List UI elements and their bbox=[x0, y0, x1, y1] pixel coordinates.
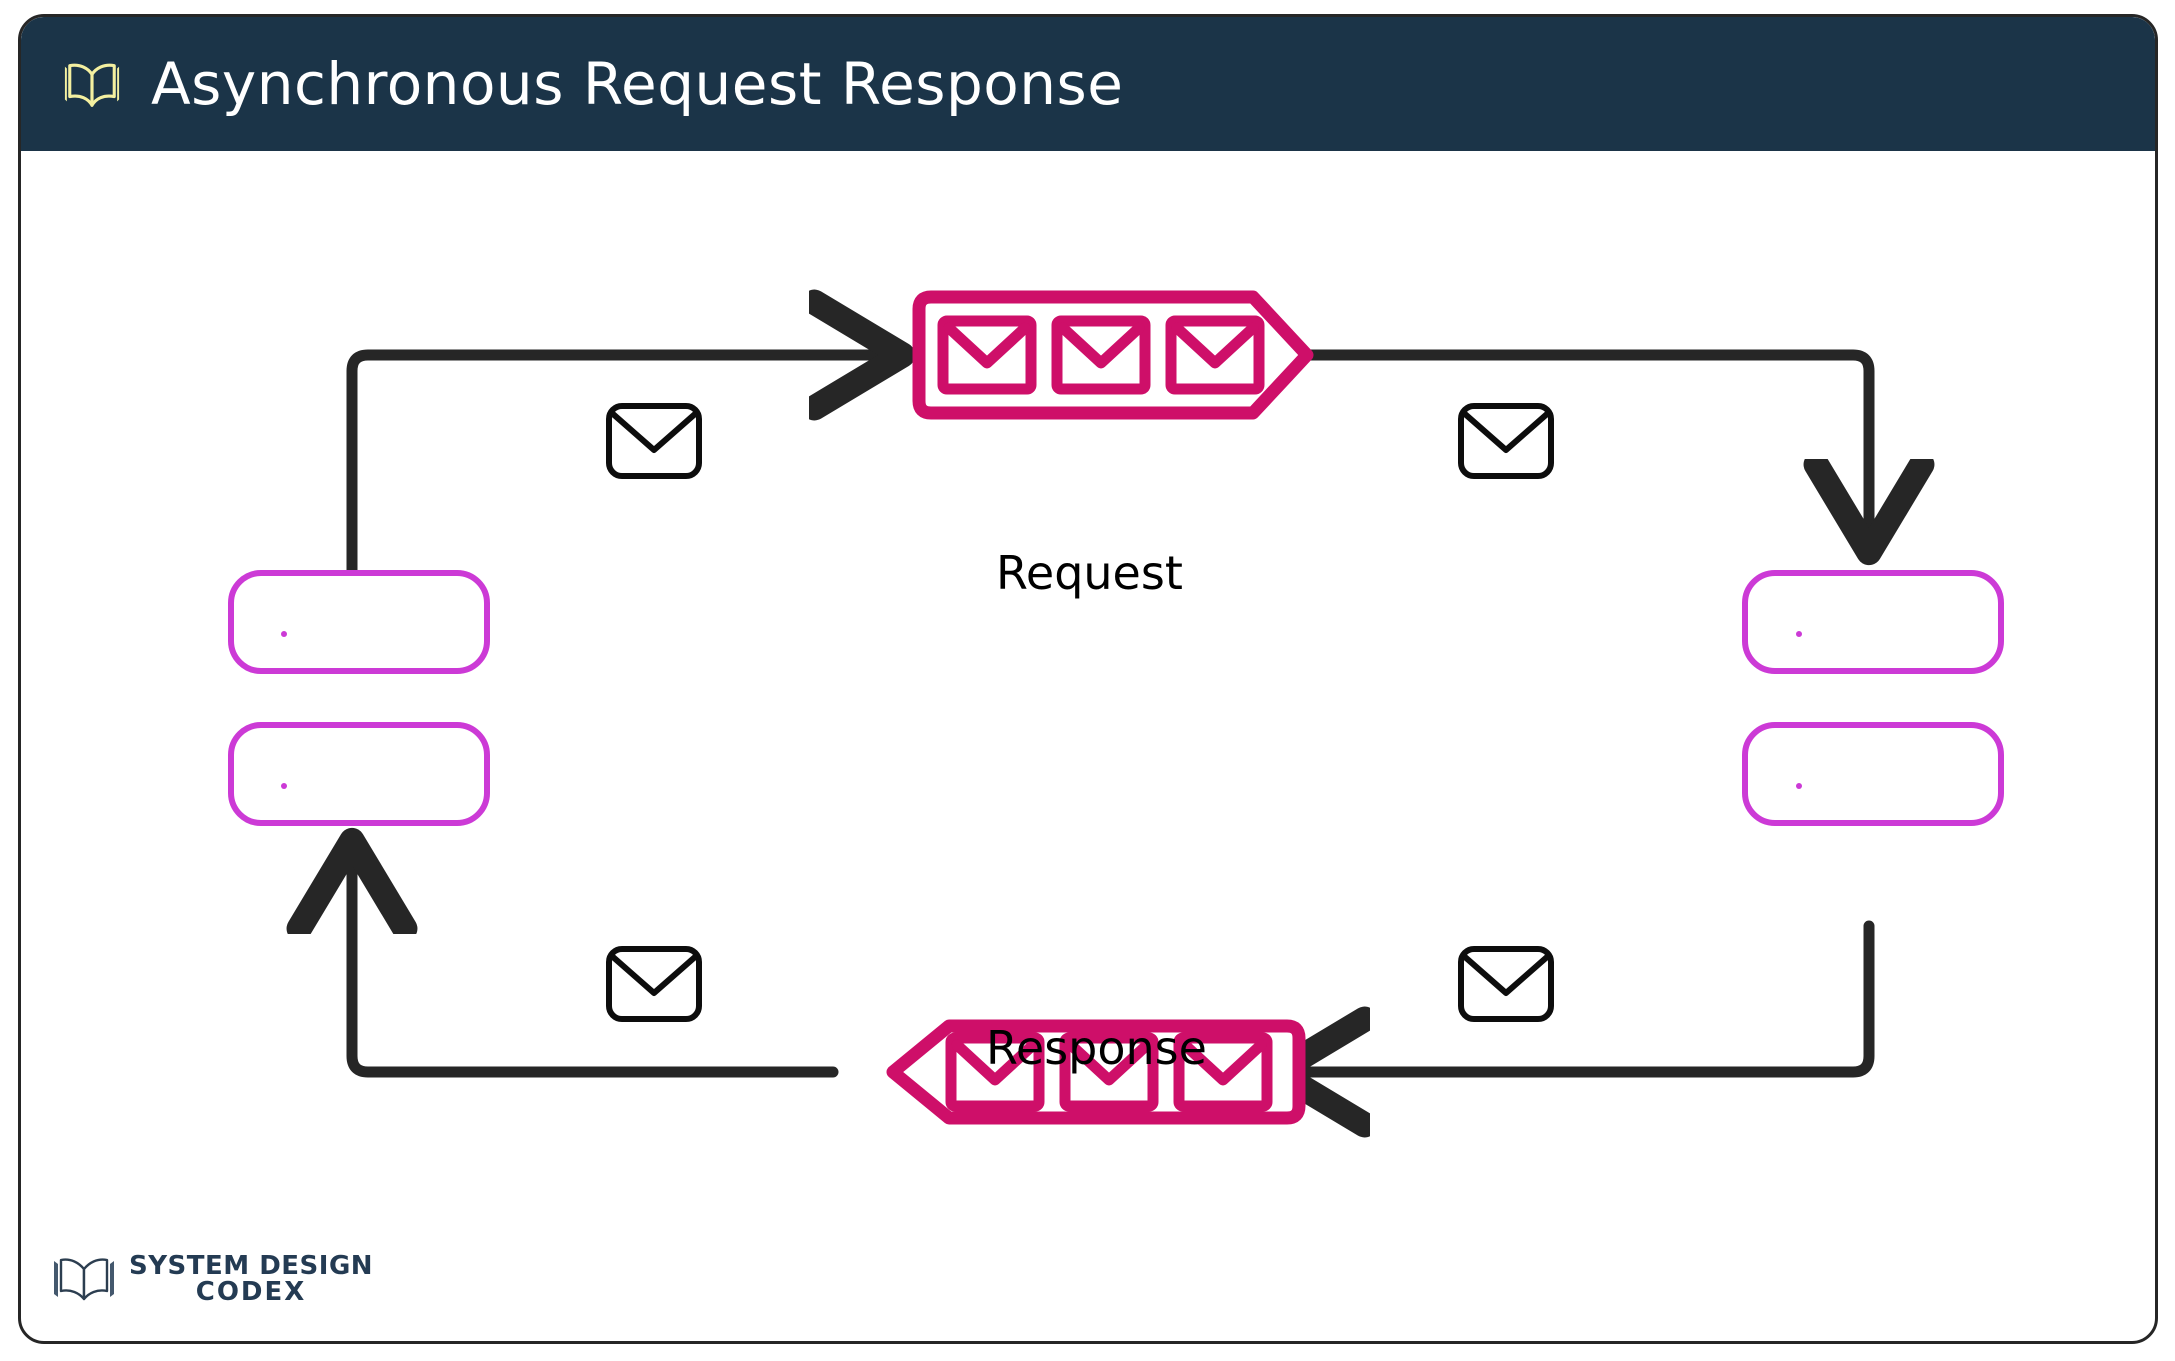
envelope-response-right bbox=[1458, 946, 1554, 1022]
open-book-logo-icon bbox=[54, 1258, 114, 1301]
envelopes-layer bbox=[606, 403, 1554, 1022]
nodes-layer bbox=[228, 570, 2004, 826]
connector-request-to-right bbox=[1285, 349, 1869, 536]
left-bottom-box[interactable] bbox=[228, 722, 490, 826]
envelope-request-right bbox=[1458, 403, 1554, 479]
brand-logo: SYSTEM DESIGN CODEX bbox=[51, 1252, 373, 1306]
left-top-box[interactable] bbox=[228, 570, 490, 674]
left-top-box-dot bbox=[281, 631, 287, 637]
response-envelope-1 bbox=[945, 1032, 1045, 1112]
slide-card: Asynchronous Request Response bbox=[18, 14, 2158, 1344]
diagram-canvas: Request Response bbox=[21, 151, 2158, 1341]
left-bottom-box-dot bbox=[281, 783, 287, 789]
open-book-icon bbox=[64, 63, 120, 107]
envelope-request-left bbox=[606, 403, 702, 479]
response-banner[interactable] bbox=[21, 151, 2158, 1341]
connectors-layer bbox=[21, 151, 2158, 1341]
right-bottom-box-dot bbox=[1796, 783, 1802, 789]
brand-line-2: CODEX bbox=[195, 1277, 307, 1307]
request-label: Request bbox=[996, 546, 1183, 600]
right-top-box-dot bbox=[1796, 631, 1802, 637]
connector-left-to-request bbox=[346, 355, 886, 579]
connector-response-to-left bbox=[352, 857, 839, 1078]
right-top-box[interactable] bbox=[1742, 570, 2004, 674]
right-bottom-box[interactable] bbox=[1742, 722, 2004, 826]
page-title: Asynchronous Request Response bbox=[151, 50, 1124, 118]
envelope-response-left bbox=[606, 946, 702, 1022]
header-bar: Asynchronous Request Response bbox=[21, 17, 2155, 151]
request-envelope-2 bbox=[1051, 315, 1151, 395]
request-envelope-1 bbox=[937, 315, 1037, 395]
response-envelope-3 bbox=[1173, 1032, 1273, 1112]
response-label: Response bbox=[986, 1021, 1207, 1075]
connector-right-to-response bbox=[1293, 920, 1875, 1072]
request-envelope-3 bbox=[1165, 315, 1265, 395]
response-envelope-2 bbox=[1059, 1032, 1159, 1112]
request-banner[interactable] bbox=[21, 151, 2158, 1341]
brand-line-1: SYSTEM DESIGN bbox=[129, 1251, 374, 1281]
